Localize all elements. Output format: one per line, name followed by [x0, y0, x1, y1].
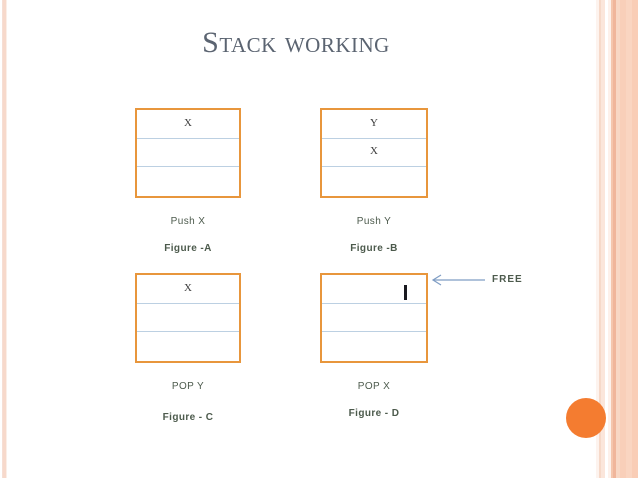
stack-cell-value: X: [184, 116, 192, 129]
operation-label-figure-a: Push X: [170, 216, 206, 227]
operation-label-figure-c: POP Y: [171, 381, 205, 392]
accent-dot: [566, 398, 606, 438]
figure-caption-figure-c: Figure - C: [162, 412, 214, 423]
stack-cell-value: X: [370, 145, 378, 158]
stack-cell: [137, 167, 239, 196]
right-stripe-0: [596, 0, 599, 478]
stack-cell-value: X: [184, 281, 192, 294]
stack-cell: Y: [322, 110, 426, 139]
stack-cell: [322, 275, 426, 304]
arrow-left-icon: [431, 274, 485, 286]
right-stripe-5: [611, 0, 613, 478]
figure-caption-figure-b: Figure -B: [350, 243, 398, 254]
text-caret: [404, 285, 407, 300]
page-title: Stack working: [202, 26, 390, 59]
free-label: FREE: [492, 274, 523, 285]
stack-box-figure-a: X: [135, 108, 241, 198]
stack-cell: [322, 167, 426, 196]
operation-label-figure-d: POP X: [357, 381, 391, 392]
stack-cell: [137, 139, 239, 168]
right-stripe-2: [601, 0, 605, 478]
stack-cell: X: [137, 275, 239, 304]
left-stripe-1: [3, 0, 6, 478]
stack-cell: [322, 304, 426, 333]
right-stripe-10: [632, 0, 638, 478]
figure-caption-figure-a: Figure -A: [164, 243, 212, 254]
stack-cell-value: Y: [370, 116, 378, 129]
right-stripe-3: [605, 0, 608, 478]
right-stripe-4: [608, 0, 611, 478]
stack-box-figure-d: [320, 273, 428, 363]
right-stripe-6: [613, 0, 616, 478]
figure-caption-figure-d: Figure - D: [348, 408, 400, 419]
left-stripe-2: [6, 0, 7, 478]
stack-cell: [137, 332, 239, 361]
stack-box-figure-c: X: [135, 273, 241, 363]
right-stripe-9: [626, 0, 632, 478]
right-stripe-1: [599, 0, 601, 478]
right-stripe-7: [616, 0, 620, 478]
left-stripe-0: [2, 0, 3, 478]
stack-cell: [322, 332, 426, 361]
stack-cell: X: [137, 110, 239, 139]
right-stripe-8: [620, 0, 626, 478]
stack-cell: [137, 304, 239, 333]
stack-cell: X: [322, 139, 426, 168]
operation-label-figure-b: Push Y: [356, 216, 392, 227]
